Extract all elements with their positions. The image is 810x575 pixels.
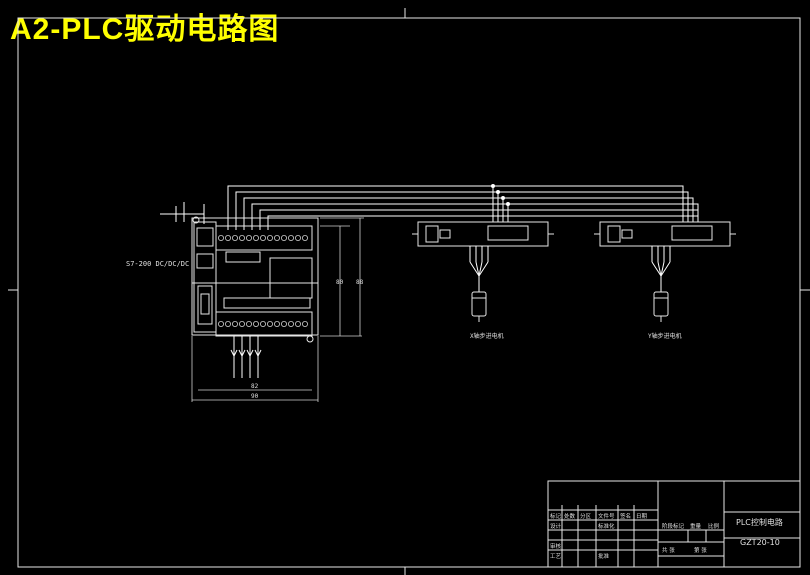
plc-dimensions — [191, 217, 364, 402]
dim-height-outer: 88 — [356, 279, 364, 286]
tb-craft: 工艺 — [550, 553, 562, 560]
tb-scale: 比例 — [708, 522, 720, 530]
tb-zone: 分区 — [580, 512, 592, 520]
tb-review: 审核 — [550, 542, 562, 550]
tb-approve: 批准 — [598, 552, 610, 560]
tb-mark: 标记 — [550, 512, 562, 520]
stepper-driver-y — [594, 221, 736, 247]
tb-drawing-name: PLC控制电路 — [736, 517, 783, 527]
motor-cable-y — [651, 246, 671, 292]
signal-bus — [227, 184, 699, 230]
stepper-motor-x — [471, 291, 487, 322]
tb-weight: 重量 — [690, 522, 702, 530]
plc-bottom-terminals — [217, 320, 308, 327]
tb-sheet-total: 共 张 — [662, 546, 675, 554]
tb-date: 日期 — [636, 513, 648, 520]
motor-cable-x — [469, 246, 489, 292]
power-lead — [160, 202, 205, 224]
tb-sheet-no: 第 张 — [694, 546, 707, 554]
dim-width-inner: 82 — [251, 383, 259, 390]
tb-stage-mark: 阶段标记 — [662, 522, 685, 530]
plc-top-terminals — [217, 234, 308, 241]
motor-label-y: Y轴步进电机 — [648, 332, 682, 340]
motor-label-x: X轴步进电机 — [470, 332, 504, 340]
input-wiring — [230, 336, 262, 378]
tb-drawing-number: GZT20-10 — [740, 538, 780, 547]
plc-mounting-holes — [192, 216, 314, 343]
dim-width-outer: 90 — [251, 393, 259, 400]
tb-std: 标准化 — [598, 522, 615, 530]
stepper-driver-x — [412, 221, 554, 247]
drawing-border — [8, 8, 810, 575]
plc-model-label: S7-200 DC/DC/DC — [126, 260, 189, 268]
tb-design: 设计 — [550, 522, 562, 530]
tb-doc-no: 文件号 — [598, 512, 615, 520]
plc-unit — [191, 217, 319, 337]
dim-height-inner: 80 — [336, 279, 344, 286]
stepper-motor-y — [653, 291, 669, 322]
tb-count: 处数 — [564, 512, 576, 520]
tb-sign: 签名 — [620, 512, 631, 520]
title-block: 标记 处数 分区 文件号 签名 日期 设计 标准化 审核 工艺 批准 阶段标记 … — [547, 480, 801, 568]
